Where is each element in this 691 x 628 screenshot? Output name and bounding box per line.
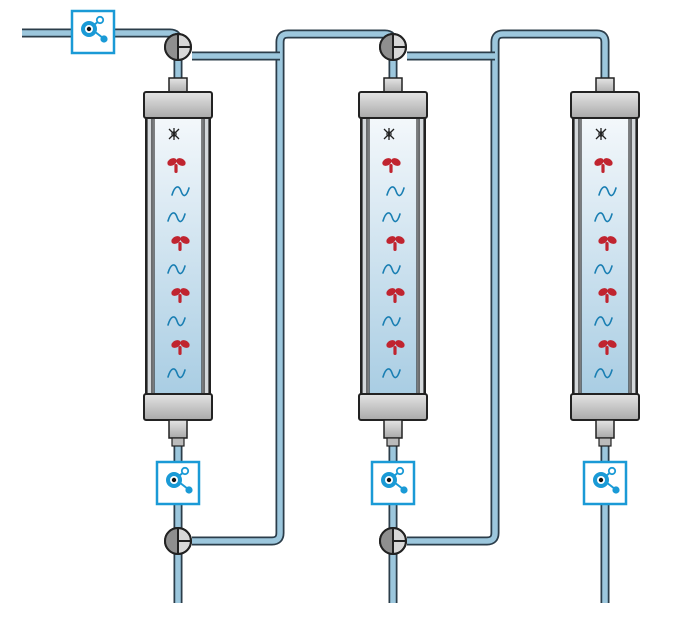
wavy-line-icon <box>167 368 186 379</box>
antibody-icon <box>594 158 613 173</box>
uv-detector-icon <box>70 9 116 55</box>
wavy-line-icon <box>594 316 613 327</box>
column-2 <box>358 77 428 447</box>
uv-detector-icon <box>370 460 416 506</box>
asterisk-cross-icon <box>168 128 180 140</box>
antibody-icon <box>171 340 190 355</box>
antibody-icon <box>386 340 405 355</box>
column-bed <box>368 115 418 395</box>
asterisk-cross-icon <box>595 128 607 140</box>
wavy-line-icon <box>382 264 401 275</box>
wavy-line-icon <box>386 186 405 197</box>
column-top-cap <box>358 91 428 119</box>
column-bed <box>153 115 203 395</box>
wavy-line-icon <box>171 186 190 197</box>
wavy-line-icon <box>594 264 613 275</box>
antibody-icon <box>171 288 190 303</box>
antibody-icon <box>598 288 617 303</box>
tubing-network <box>22 28 610 603</box>
three-way-valve-icon <box>164 33 192 61</box>
column-top-cap <box>570 91 640 119</box>
wavy-line-icon <box>167 316 186 327</box>
column-bottom-cap <box>570 393 640 421</box>
column-rod <box>203 113 210 397</box>
wavy-line-icon <box>382 316 401 327</box>
antibody-icon <box>382 158 401 173</box>
column-1 <box>143 77 213 447</box>
antibody-icon <box>386 236 405 251</box>
column-rod <box>361 113 368 397</box>
column-bottom-cap <box>358 393 428 421</box>
antibody-icon <box>167 158 186 173</box>
three-way-valve-icon <box>164 527 192 555</box>
uv-detector-icon <box>155 460 201 506</box>
outlet-fitting <box>171 437 185 447</box>
columns-group <box>143 77 640 447</box>
antibody-icon <box>171 236 190 251</box>
outlet-nozzle <box>383 419 403 439</box>
column-rod <box>573 113 580 397</box>
detectors-group <box>70 9 628 506</box>
uv-detector-icon <box>582 460 628 506</box>
three-way-valve-icon <box>379 33 407 61</box>
wavy-line-icon <box>382 212 401 223</box>
column-rod <box>418 113 425 397</box>
antibody-icon <box>386 288 405 303</box>
outlet-fitting <box>386 437 400 447</box>
wavy-line-icon <box>167 264 186 275</box>
column-rod <box>630 113 637 397</box>
column-top-cap <box>143 91 213 119</box>
valves-group <box>164 33 407 555</box>
column-bed <box>580 115 630 395</box>
outlet-nozzle <box>595 419 615 439</box>
wavy-line-icon <box>167 212 186 223</box>
tube <box>407 31 608 544</box>
antibody-icon <box>598 236 617 251</box>
wavy-line-icon <box>598 186 617 197</box>
antibody-icon <box>598 340 617 355</box>
asterisk-cross-icon <box>383 128 395 140</box>
outlet-fitting <box>598 437 612 447</box>
column-bottom-cap <box>143 393 213 421</box>
outlet-nozzle <box>168 419 188 439</box>
column-3 <box>570 77 640 447</box>
wavy-line-icon <box>594 368 613 379</box>
column-rod <box>146 113 153 397</box>
three-way-valve-icon <box>379 527 407 555</box>
wavy-line-icon <box>594 212 613 223</box>
wavy-line-icon <box>382 368 401 379</box>
